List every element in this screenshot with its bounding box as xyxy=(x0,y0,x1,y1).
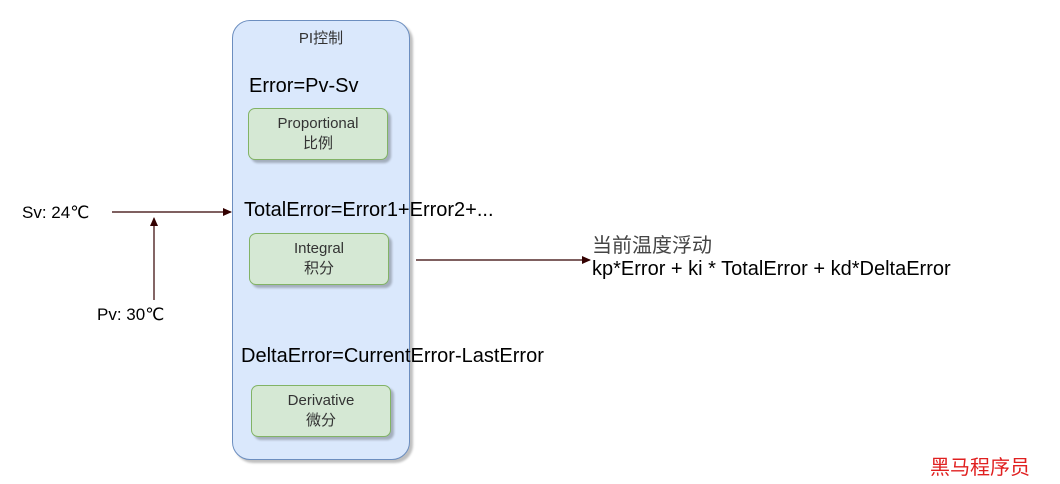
error-formula: Error=Pv-Sv xyxy=(249,75,359,97)
container-title: PI控制 xyxy=(298,30,344,47)
total-error-formula: TotalError=Error1+Error2+... xyxy=(244,199,494,221)
output-expression: kp*Error + ki * TotalError + kd*DeltaErr… xyxy=(592,258,951,280)
integral-label: Integral xyxy=(293,240,345,257)
integral-block: Integral 积分 xyxy=(249,233,389,285)
derivative-block: Derivative 微分 xyxy=(251,385,391,437)
watermark-text: 黑马程序员 xyxy=(930,457,1030,479)
sv-input-label: Sv: 24℃ xyxy=(22,203,90,222)
derivative-label-zh: 微分 xyxy=(305,412,336,429)
proportional-label-zh: 比例 xyxy=(302,135,333,152)
proportional-block: Proportional 比例 xyxy=(248,108,388,160)
proportional-label: Proportional xyxy=(277,115,359,132)
integral-label-zh: 积分 xyxy=(303,260,334,277)
pv-input-label: Pv: 30℃ xyxy=(97,305,165,324)
output-label-zh: 当前温度浮动 xyxy=(592,235,712,257)
derivative-label: Derivative xyxy=(287,392,355,409)
delta-error-formula: DeltaError=CurrentError-LastError xyxy=(241,345,544,367)
